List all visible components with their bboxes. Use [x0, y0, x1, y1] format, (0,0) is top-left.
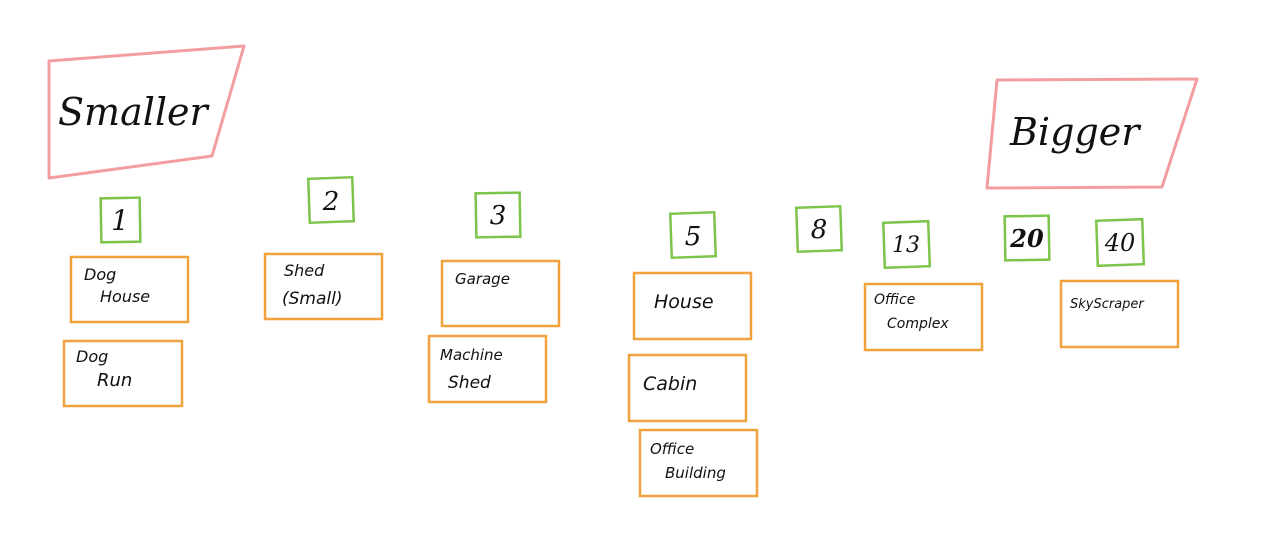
svg-text:SkyScraper: SkyScraper: [1070, 297, 1145, 312]
svg-text:Garage: Garage: [455, 270, 510, 288]
point-box: 20: [1003, 214, 1051, 262]
svg-text:13: 13: [892, 233, 920, 258]
story-card: Dog Run: [62, 339, 184, 408]
svg-text:3: 3: [490, 201, 507, 231]
point-box: 8: [794, 204, 844, 254]
smaller-label: Smaller: [47, 44, 246, 180]
point-box: 13: [881, 219, 932, 270]
story-card: Cabin: [627, 353, 748, 423]
svg-text:5: 5: [685, 222, 702, 252]
svg-text:Run: Run: [97, 370, 132, 391]
svg-text:Building: Building: [665, 464, 726, 482]
bigger-label-text: Bigger: [1009, 110, 1142, 154]
svg-text:8: 8: [811, 215, 828, 245]
point-box: 1: [99, 196, 142, 244]
story-card: Machine Shed: [427, 334, 548, 404]
point-box: 5: [668, 210, 718, 260]
svg-text:Office: Office: [650, 440, 694, 458]
story-card: Garage: [440, 259, 561, 328]
svg-text:Machine: Machine: [440, 346, 503, 364]
story-card: Office Complex: [863, 282, 984, 352]
svg-text:Dog: Dog: [84, 265, 116, 284]
svg-text:Complex: Complex: [887, 316, 949, 332]
point-box: 2: [306, 175, 356, 225]
point-box: 3: [474, 191, 522, 239]
svg-text:1: 1: [111, 204, 129, 237]
svg-text:House: House: [654, 291, 714, 313]
story-card: SkyScraper: [1059, 279, 1180, 349]
svg-text:Shed: Shed: [284, 261, 325, 280]
svg-text:Shed: Shed: [448, 373, 491, 393]
svg-text:House: House: [100, 287, 150, 306]
svg-text:Office: Office: [874, 292, 915, 308]
story-card: House: [632, 271, 753, 341]
svg-text:2: 2: [322, 187, 340, 217]
svg-text:Cabin: Cabin: [643, 373, 697, 395]
story-card: Shed (Small): [263, 252, 384, 321]
svg-text:(Small): (Small): [282, 289, 342, 309]
svg-text:40: 40: [1104, 229, 1136, 257]
story-card: Dog House: [69, 255, 190, 324]
story-card: Office Building: [638, 428, 759, 498]
bigger-label: Bigger: [985, 77, 1199, 190]
point-box: 40: [1094, 217, 1146, 268]
smaller-label-text: Smaller: [58, 90, 211, 134]
svg-text:20: 20: [1009, 224, 1044, 253]
svg-text:Dog: Dog: [76, 347, 108, 366]
